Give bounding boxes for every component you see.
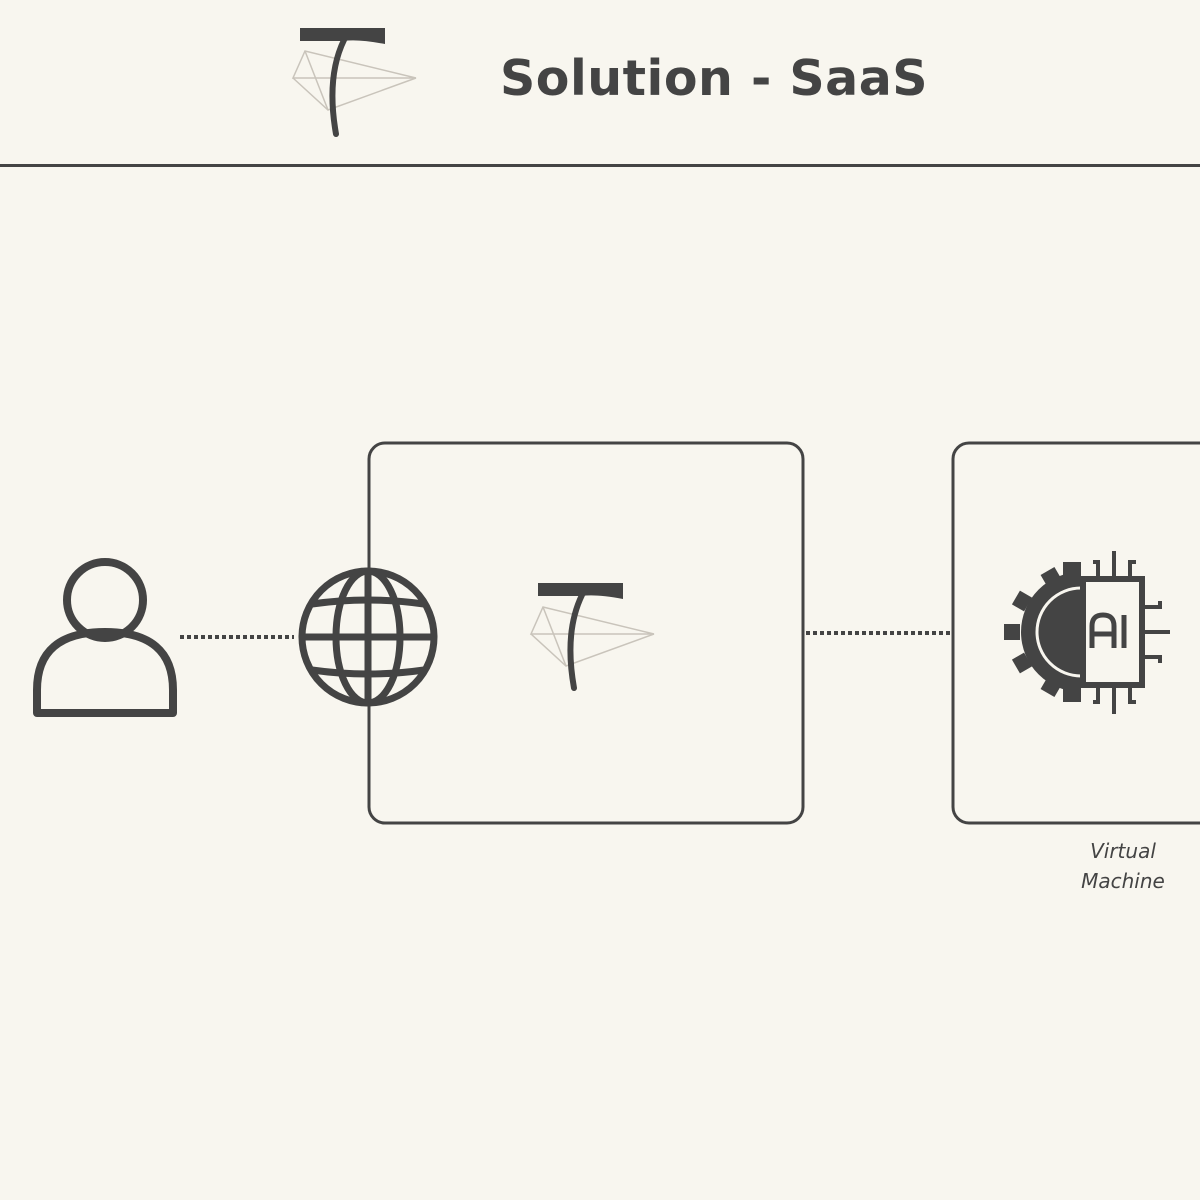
virtual-machine-caption: Virtual Machine (1081, 839, 1165, 893)
virtual-machine-box (951, 441, 1200, 825)
page-title: Solution - SaaS (500, 50, 929, 107)
ai-chip-gear-icon (1004, 551, 1170, 714)
user-icon (33, 558, 177, 717)
page-header: Solution - SaaS (0, 0, 1200, 167)
brand-t-logo-icon (291, 28, 417, 137)
saas-app-logo-icon (529, 583, 655, 691)
header-divider (0, 164, 1200, 167)
globe-icon (298, 567, 438, 707)
